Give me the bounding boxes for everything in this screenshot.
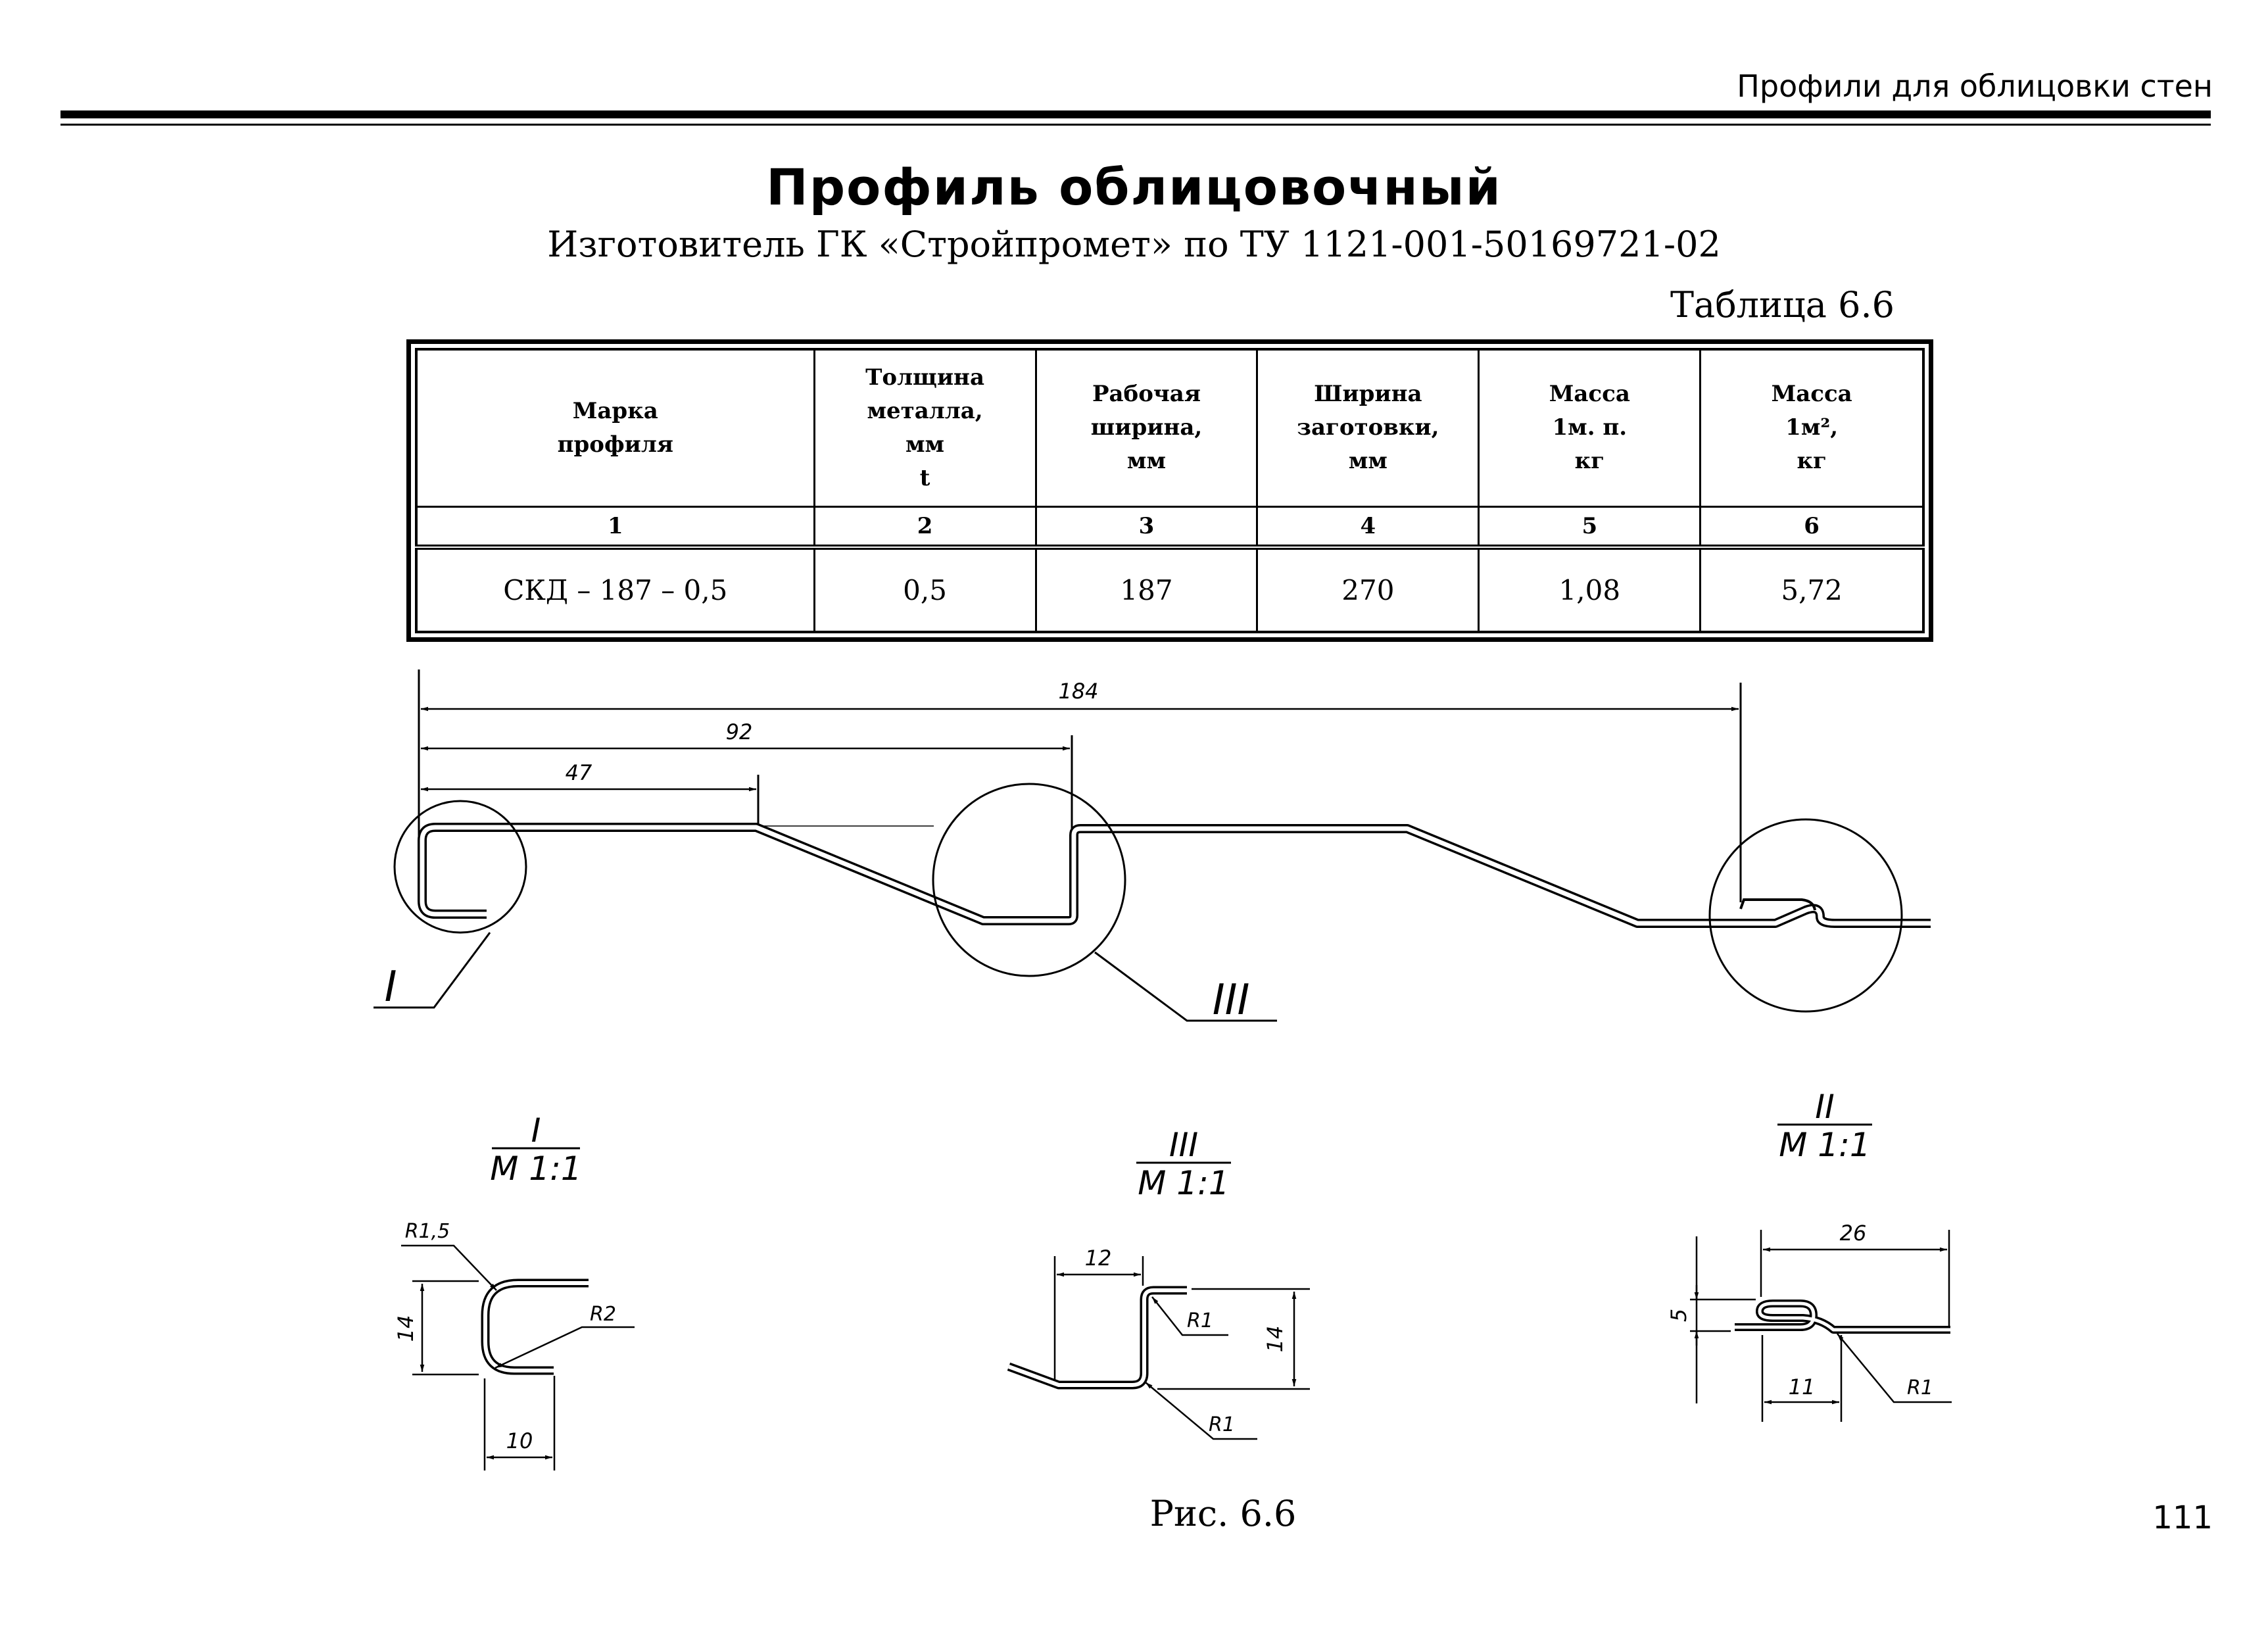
table-cell: 187 [1034,546,1259,633]
header-line: кг [1797,448,1827,475]
detail-scale-i: М 1:1 [490,1150,582,1188]
header-line: Масса [1549,381,1630,408]
detail-iii-sheet-inner [1007,1288,1187,1387]
table-header-row: Марка профиля Толщина металла, мм t Рабо… [415,348,1925,508]
detail-circle-ii [1708,818,1903,1013]
dimension-label-92: 92 [726,719,753,744]
radius-label-r1: R1 [1907,1376,1933,1399]
header-line: мм [905,431,945,458]
figure-caption: Рис. 6.6 [1149,1493,1297,1534]
callout-label-iii: III [1213,976,1250,1025]
header-line: ширина, [1090,414,1203,441]
header-line: мм [1348,448,1387,475]
table-column-number-row: 1 2 3 4 5 6 [415,505,1925,550]
profile-fold [1739,898,1816,911]
dimension-label-47: 47 [566,760,592,785]
radius-label-r15: R1,5 [405,1220,450,1243]
page-title: Профиль облицовочный [766,158,1502,216]
main-profile: 184 92 47 I III [374,669,1931,1025]
page-number: 111 [2152,1499,2213,1536]
header-cell-brand: Марка профиля [415,348,815,508]
detail-iii: III М 1:1 12 14 R1 R1 [1007,1126,1310,1440]
dimension-label-14: 14 [393,1315,418,1342]
detail-ii-sheet-inner [1735,1301,1950,1332]
table-cell: СКД – 187 – 0,5 [415,546,815,633]
detail-label-iii: III [1169,1126,1198,1164]
header-line: заготовки, [1297,414,1439,441]
header-rule-thin [60,124,2211,126]
detail-i: I М 1:1 14 10 R1,5 R2 [393,1111,635,1471]
header-cell-work-width: Рабочая ширина, мм [1034,348,1259,508]
table-cell: 1,08 [1478,546,1702,633]
radius-label-r2: R2 [590,1303,616,1326]
leader-i [374,932,491,1009]
radius-leader [495,1326,635,1369]
detail-i-sheet-outer [481,1278,589,1375]
detail-circle-i [393,800,527,934]
column-number: 4 [1256,505,1480,550]
radius-leader [401,1244,497,1291]
detail-label-i: I [531,1111,541,1150]
header-line: Толщина [865,364,984,391]
detail-circle-iii [932,783,1126,977]
header-line: Ширина [1314,381,1422,408]
profile-sheet-outer [418,823,1931,928]
header-line: кг [1574,448,1604,475]
dimension-label-14: 14 [1263,1326,1288,1353]
column-number: 3 [1034,505,1259,550]
dimension-label-11: 11 [1789,1374,1816,1399]
dimension-label-26: 26 [1840,1221,1867,1246]
detail-scale-iii: М 1:1 [1138,1164,1230,1202]
header-line: мм [1126,448,1166,475]
header-cell-thickness: Толщина металла, мм t [813,348,1037,508]
spec-table-frame: Марка профиля Толщина металла, мм t Рабо… [406,339,1933,642]
header-rule-thick [60,110,2211,118]
radius-leader [1837,1333,1952,1403]
dimension-label-184: 184 [1058,679,1098,704]
header-line: Рабочая [1092,381,1201,408]
detail-iii-sheet-outer [1007,1286,1187,1390]
header-cell-mass-area: Масса 1м², кг [1699,348,1925,508]
dimension-label-10: 10 [506,1428,533,1453]
table-row: СКД – 187 – 0,5 0,5 187 270 1,08 5,72 [415,546,1925,633]
header-line: металла, [867,397,983,424]
detail-ii: II М 1:1 26 5 11 R1 [1666,1088,1952,1422]
column-number: 2 [813,505,1037,550]
spec-table: Марка профиля Толщина металла, мм t Рабо… [415,348,1925,633]
radius-leader [1145,1382,1257,1440]
dimension-label-12: 12 [1085,1246,1112,1271]
header-cell-blank-width: Ширина заготовки, мм [1256,348,1480,508]
radius-leader [1151,1296,1228,1336]
table-cell: 0,5 [813,546,1037,633]
callout-label-i: I [385,963,397,1011]
radius-label-r1-top: R1 [1187,1309,1213,1332]
detail-scale-ii: М 1:1 [1779,1126,1871,1164]
detail-i-sheet-inner [483,1281,589,1373]
column-number: 6 [1699,505,1925,550]
detail-label-ii: II [1815,1088,1835,1126]
column-number: 1 [415,505,815,550]
page-subtitle: Изготовитель ГК «Стройпромет» по ТУ 1121… [547,224,1721,265]
radius-label-r1-bottom: R1 [1209,1413,1235,1436]
profile-sheet-inner [420,825,1931,926]
column-number: 5 [1478,505,1702,550]
leader-iii [1094,951,1277,1022]
header-line: 1м. п. [1552,414,1628,441]
header-line: Масса [1771,381,1852,408]
table-cell: 270 [1256,546,1480,633]
table-cell: 5,72 [1699,546,1925,633]
running-head: Профили для облицовки стен [1737,68,2213,104]
header-line: Марка [572,397,658,424]
header-cell-mass-linear: Масса 1м. п. кг [1478,348,1702,508]
header-line: 1м², [1785,414,1839,441]
table-label: Таблица 6.6 [1670,284,1894,326]
header-line: t [919,464,930,491]
header-line: профиля [557,431,673,458]
dimension-label-5: 5 [1666,1309,1691,1322]
